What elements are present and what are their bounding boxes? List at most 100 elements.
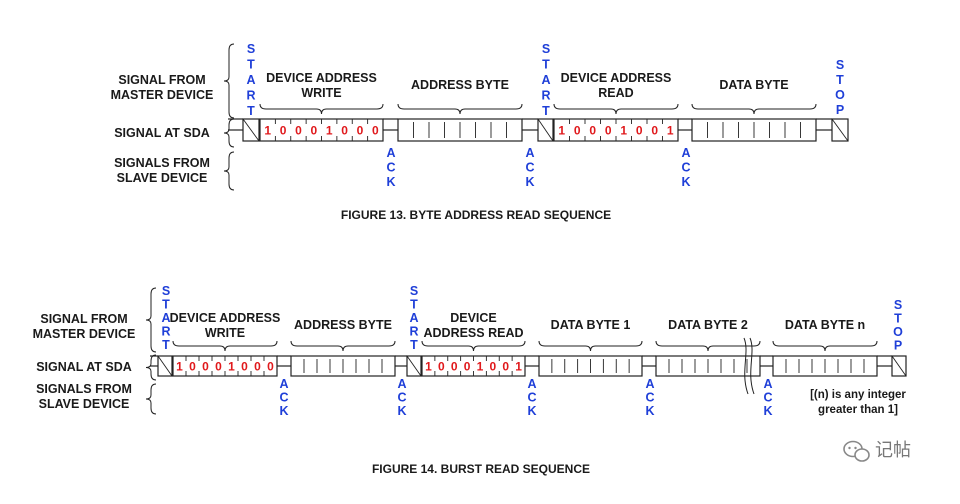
address-bit: 0 <box>438 359 445 373</box>
stop-label-letter: S <box>894 298 902 312</box>
address-bit: 0 <box>189 359 196 373</box>
ack-label: ACK <box>525 146 534 189</box>
ack-label-letter: A <box>681 146 690 160</box>
stop-label-letter: O <box>835 88 845 102</box>
row-label-slave: SIGNALS FROM <box>114 156 210 170</box>
master-row-brace <box>145 287 157 353</box>
ack-label-letter: A <box>527 377 536 391</box>
ack-label-letter: K <box>525 175 534 189</box>
address-bit: 0 <box>574 123 581 137</box>
repeated-start-label-letter: T <box>542 58 550 72</box>
segment-brace <box>772 340 878 352</box>
start-label-letter: T <box>247 104 255 118</box>
repeated-start-label-letter: R <box>541 89 550 103</box>
start-label-letter: T <box>162 338 170 352</box>
ack-label-letter: A <box>386 146 395 160</box>
watermark: 记帖 <box>843 440 911 462</box>
row-label-master: MASTER DEVICE <box>111 88 214 102</box>
segment-label: DEVICE ADDRESS <box>266 71 377 85</box>
stop-label-letter: S <box>836 58 844 72</box>
repeated-start-label-letter: S <box>410 284 418 298</box>
ack-label-letter: K <box>397 404 406 418</box>
row-label-master: SIGNAL FROM <box>118 73 205 87</box>
stop-condition-diagonal <box>891 355 907 377</box>
ack-label-letter: C <box>525 161 534 175</box>
start-label-letter: S <box>162 284 170 298</box>
ack-label-letter: C <box>397 391 406 405</box>
stop-label-letter: O <box>893 325 903 339</box>
start-label-letter: T <box>247 58 255 72</box>
address-bit: 0 <box>280 123 287 137</box>
address-bit: 1 <box>228 359 235 373</box>
repeated-start-condition-diagonal <box>406 355 422 377</box>
ack-label-letter: C <box>386 161 395 175</box>
repeated-start-label-letter: T <box>542 104 550 118</box>
address-bit: 0 <box>489 359 496 373</box>
address-bit: 1 <box>326 123 333 137</box>
address-bit: 0 <box>589 123 596 137</box>
segment-label: DEVICE ADDRESS <box>561 71 672 85</box>
ack-label: ACK <box>763 377 772 418</box>
address-bit: 1 <box>515 359 522 373</box>
segment-label: DEVICE <box>450 311 497 325</box>
row-label-master: MASTER DEVICE <box>33 327 136 341</box>
address-bit: 0 <box>295 123 302 137</box>
segment-brace <box>259 103 384 115</box>
sda-row-brace <box>223 118 235 148</box>
row-label-slave: SLAVE DEVICE <box>39 397 130 411</box>
ack-label-letter: A <box>763 377 772 391</box>
ack-label-letter: K <box>279 404 288 418</box>
stop-label-letter: P <box>894 339 902 353</box>
segment-label: ADDRESS BYTE <box>294 318 392 332</box>
slave-row-brace <box>145 383 157 415</box>
start-label-letter: R <box>246 89 255 103</box>
ack-label: ACK <box>386 146 395 189</box>
ack-label: ACK <box>681 146 690 189</box>
segment-label: DATA BYTE 1 <box>551 318 631 332</box>
start-label-letter: A <box>161 311 170 325</box>
address-bit: 0 <box>451 359 458 373</box>
start-label-letter: A <box>246 73 255 87</box>
repeated-start-label-letter: A <box>541 73 550 87</box>
start-condition-diagonal <box>242 118 260 142</box>
figure-13-caption: FIGURE 13. BYTE ADDRESS READ SEQUENCE <box>341 208 611 222</box>
stop-label-letter: T <box>836 73 844 87</box>
break-line <box>749 337 755 395</box>
address-bit: 0 <box>310 123 317 137</box>
repeated-start-condition <box>406 355 422 377</box>
address-bit: 1 <box>264 123 271 137</box>
address-bit: 0 <box>254 359 261 373</box>
master-row-brace <box>223 43 235 119</box>
ack-label: ACK <box>397 377 406 418</box>
repeated-start-condition-diagonal <box>537 118 554 142</box>
segment-label: WRITE <box>205 326 245 340</box>
ack-label-letter: C <box>279 391 288 405</box>
sda-row-brace <box>145 354 157 381</box>
sda-byte-2 <box>290 355 396 377</box>
segment-label: DATA BYTE <box>719 78 788 92</box>
ack-label-letter: K <box>763 404 772 418</box>
ack-label-letter: A <box>397 377 406 391</box>
start-condition-diagonal <box>157 355 173 377</box>
ack-label-letter: K <box>386 175 395 189</box>
sda-byte-6 <box>772 355 878 377</box>
ack-label: ACK <box>279 377 288 418</box>
start-condition <box>157 355 173 377</box>
address-bit: 1 <box>425 359 432 373</box>
row-label-sda: SIGNAL AT SDA <box>114 126 210 140</box>
repeated-start-condition <box>537 118 554 142</box>
address-bit: 0 <box>241 359 248 373</box>
ack-label-letter: K <box>681 175 690 189</box>
row-label-master: SIGNAL FROM <box>40 312 127 326</box>
ack-label-letter: C <box>645 391 654 405</box>
address-bit: 0 <box>215 359 222 373</box>
segment-brace <box>691 103 817 115</box>
segment-label: ADDRESS READ <box>423 326 523 340</box>
ack-label: ACK <box>527 377 536 418</box>
slave-row-brace <box>223 151 235 191</box>
